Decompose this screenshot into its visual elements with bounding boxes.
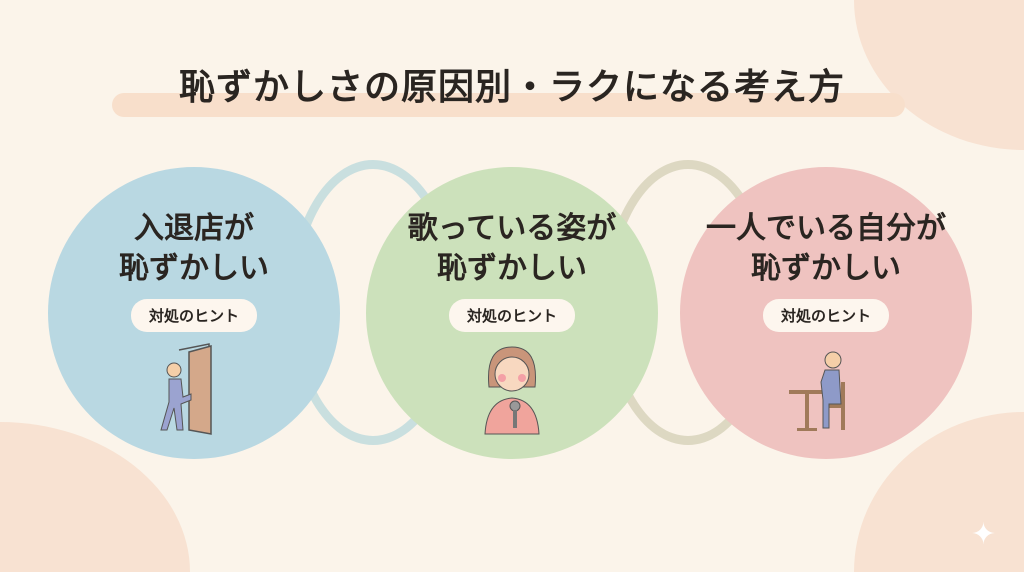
card-heading-line2: 恥ずかしい xyxy=(751,251,901,286)
sparkle-icon: ✦ xyxy=(970,517,996,552)
person-entering-door-icon xyxy=(160,343,212,435)
card-heading: 入退店が恥ずかしい xyxy=(119,209,269,289)
hint-button[interactable]: 対処のヒント xyxy=(130,299,257,332)
person-sitting-alone-icon xyxy=(789,351,845,431)
card-heading: 歌っている姿が恥ずかしい xyxy=(408,209,617,289)
card-alone: 一人でいる自分が恥ずかしい 対処のヒント xyxy=(680,167,972,459)
title-highlight xyxy=(112,93,905,117)
card-heading-line1: 歌っている姿が xyxy=(407,211,617,246)
card-heading: 一人でいる自分が恥ずかしい xyxy=(706,209,946,289)
card-entering-leaving: 入退店が恥ずかしい 対処のヒント xyxy=(48,167,340,459)
hint-button[interactable]: 対処のヒント xyxy=(448,299,575,332)
hint-button[interactable]: 対処のヒント xyxy=(762,299,889,332)
card-singing: 歌っている姿が恥ずかしい 対処のヒント xyxy=(366,167,658,459)
page-title: 恥ずかしさの原因別・ラクになる考え方 xyxy=(178,67,845,108)
card-heading-line2: 恥ずかしい xyxy=(437,251,587,286)
card-heading-line2: 恥ずかしい xyxy=(119,251,269,286)
card-heading-line1: 入退店が xyxy=(134,211,254,246)
woman-singing-icon xyxy=(484,346,540,435)
card-heading-line1: 一人でいる自分が xyxy=(706,211,946,246)
